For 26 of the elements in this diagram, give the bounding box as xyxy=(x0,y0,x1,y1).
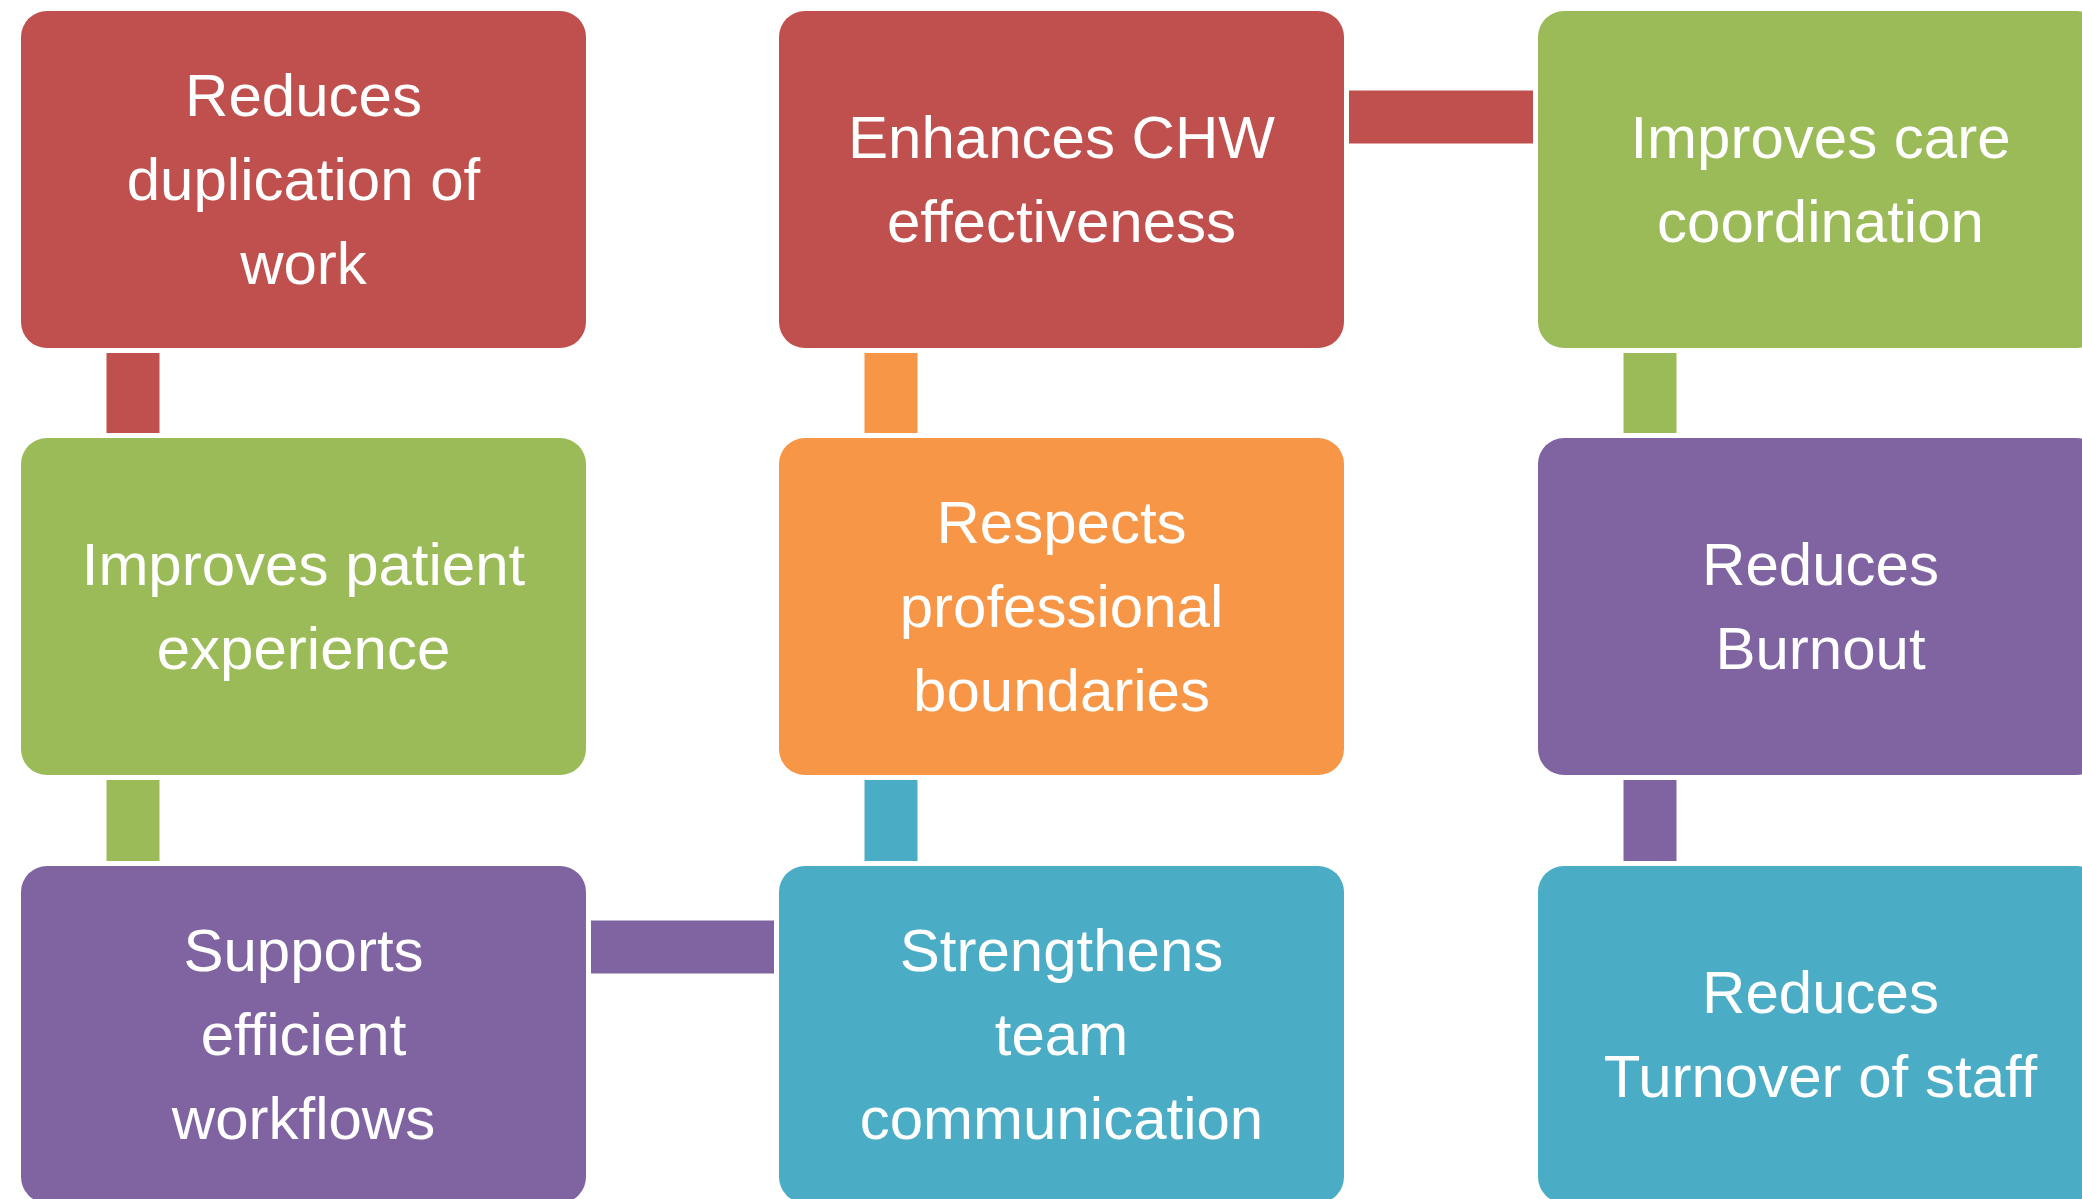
box-label: Enhances CHW effectiveness xyxy=(847,102,1276,257)
connector-bar xyxy=(1623,353,1677,433)
box-label: Improves patient experience xyxy=(81,529,526,684)
rounded-box xyxy=(779,438,1344,775)
connector-bar xyxy=(864,780,918,861)
box-label: Improves care coordination xyxy=(1629,102,2012,257)
connector-bar xyxy=(864,353,918,433)
box-label: Reduces duplication of work xyxy=(125,60,482,299)
box-label: Respects professional boundaries xyxy=(898,487,1225,726)
connector-bar xyxy=(591,920,774,974)
rounded-box xyxy=(1538,866,2082,1199)
rounded-box xyxy=(1538,438,2082,775)
rounded-box xyxy=(21,11,586,348)
rounded-box xyxy=(1538,11,2082,348)
box-label: Reduces Burnout xyxy=(1701,529,1940,684)
box-label: Reduces Turnover of staff xyxy=(1602,957,2039,1112)
rounded-box xyxy=(21,438,586,775)
connector-bar xyxy=(1623,780,1677,861)
rounded-box xyxy=(779,866,1344,1199)
rounded-box xyxy=(779,11,1344,348)
connector-bar xyxy=(106,353,160,433)
box-label: Strengthens team communication xyxy=(858,915,1265,1154)
box-label: Supports efficient workflows xyxy=(170,915,437,1154)
connector-bar xyxy=(106,780,160,861)
rounded-box xyxy=(21,866,586,1199)
connector-bar xyxy=(1349,90,1533,144)
